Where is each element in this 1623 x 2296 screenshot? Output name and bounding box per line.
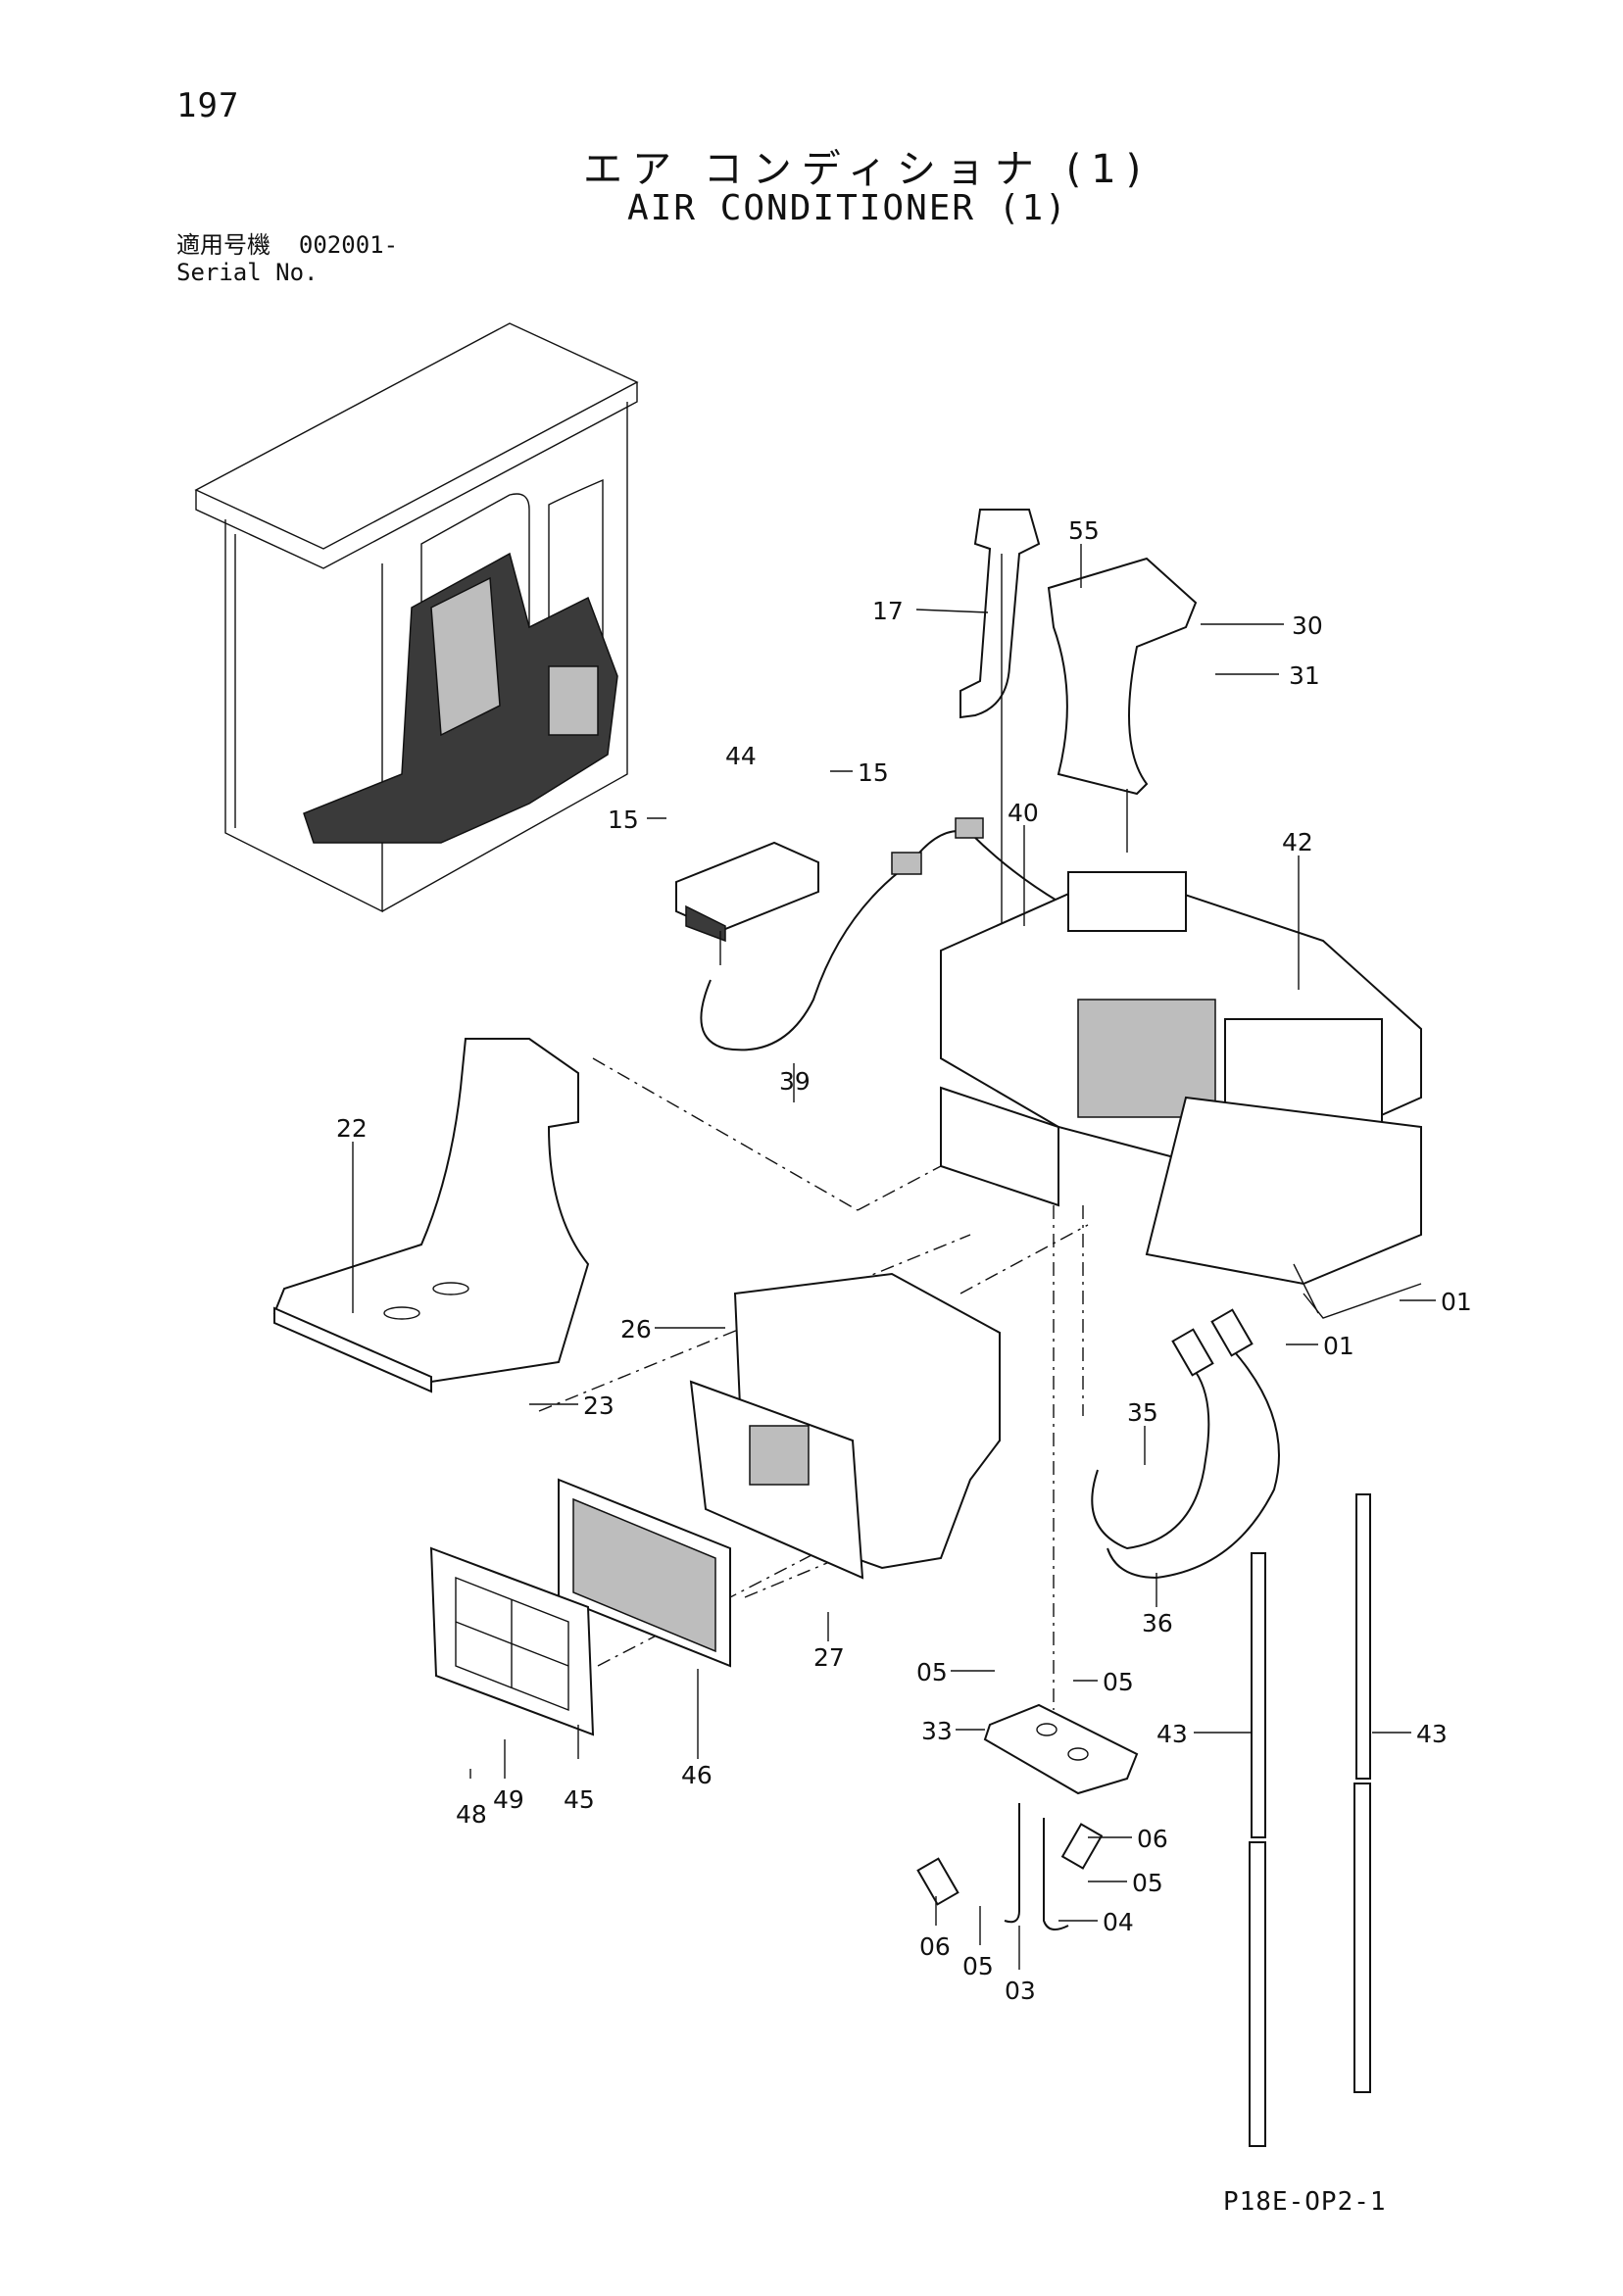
callout-06-right: 06 bbox=[1137, 1825, 1168, 1853]
callout-06-left: 06 bbox=[919, 1932, 951, 1961]
callout-36: 36 bbox=[1142, 1609, 1173, 1637]
callout-39: 39 bbox=[779, 1067, 811, 1096]
callout-01-right: 01 bbox=[1441, 1288, 1472, 1316]
callout-46: 46 bbox=[681, 1761, 713, 1789]
callout-27: 27 bbox=[813, 1643, 845, 1672]
figure-code: P18E-OP2-1 bbox=[1223, 2187, 1387, 2217]
serial-label-jp: 適用号機 bbox=[176, 231, 270, 259]
callout-05-mid: 05 bbox=[1132, 1869, 1163, 1897]
callout-43-left: 43 bbox=[1156, 1720, 1188, 1748]
callout-15-left: 15 bbox=[608, 806, 639, 834]
callout-35: 35 bbox=[1127, 1398, 1158, 1427]
callout-33: 33 bbox=[921, 1717, 953, 1745]
serial-block: 適用号機 002001- Serial No. bbox=[176, 231, 398, 286]
part-45-cover bbox=[429, 1546, 595, 1736]
part-44-box bbox=[675, 841, 819, 965]
callout-22: 22 bbox=[336, 1114, 368, 1143]
callout-30: 30 bbox=[1292, 611, 1323, 640]
callout-04: 04 bbox=[1103, 1908, 1134, 1936]
part-39-40-harness bbox=[700, 817, 1059, 1051]
callout-43-right: 43 bbox=[1416, 1720, 1448, 1748]
part-35-36-hoses bbox=[1091, 1308, 1280, 1580]
callout-labels: 55 17 30 31 44 15 15 40 42 39 22 26 01 0… bbox=[336, 516, 1472, 2005]
part-22-duct bbox=[272, 1038, 590, 1393]
callout-48: 48 bbox=[456, 1800, 487, 1829]
callout-42: 42 bbox=[1282, 828, 1313, 856]
cab-illustration bbox=[194, 322, 639, 913]
callout-44: 44 bbox=[725, 742, 757, 770]
callout-05-bottom: 05 bbox=[962, 1952, 994, 1980]
part-42-ac-unit bbox=[940, 870, 1422, 1319]
callout-23: 23 bbox=[583, 1392, 615, 1420]
callout-40: 40 bbox=[1008, 799, 1039, 827]
part-43-tubes bbox=[1249, 1493, 1371, 2147]
callout-45: 45 bbox=[564, 1785, 595, 1814]
page-number: 197 bbox=[176, 86, 240, 125]
part-30-duct bbox=[1047, 557, 1198, 853]
callout-15-upper: 15 bbox=[858, 758, 889, 787]
serial-label-en: Serial No. bbox=[176, 259, 319, 286]
serial-value: 002001- bbox=[298, 231, 399, 259]
callout-05-left: 05 bbox=[916, 1658, 948, 1686]
leader-lines bbox=[352, 544, 1436, 1970]
callout-26: 26 bbox=[620, 1315, 652, 1343]
callout-49: 49 bbox=[493, 1785, 524, 1814]
callout-17: 17 bbox=[872, 597, 904, 625]
part-33-plate bbox=[916, 1703, 1139, 1930]
part-46-filter bbox=[558, 1478, 731, 1668]
callout-31: 31 bbox=[1289, 661, 1320, 690]
title-japanese: エア コンディショナ (1) bbox=[583, 147, 1152, 192]
callout-01-lower: 01 bbox=[1323, 1332, 1354, 1360]
callout-55: 55 bbox=[1068, 516, 1100, 545]
part-26-housing bbox=[689, 1272, 1001, 1580]
callout-05-right: 05 bbox=[1103, 1668, 1134, 1696]
title-english: AIR CONDITIONER (1) bbox=[627, 188, 1068, 228]
callout-03: 03 bbox=[1005, 1977, 1036, 2005]
